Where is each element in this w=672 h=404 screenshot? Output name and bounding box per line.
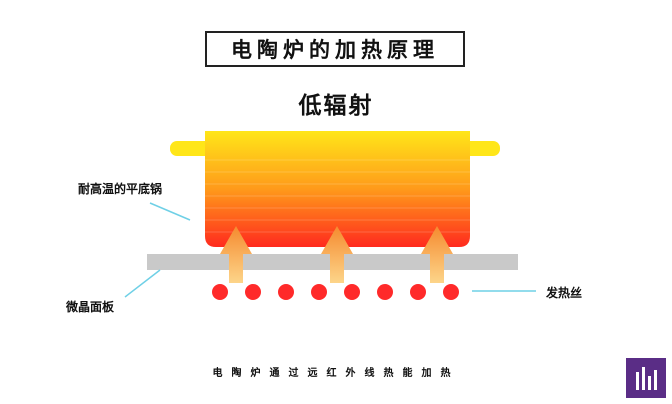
heating-dot xyxy=(278,284,294,300)
pot-label: 耐高温的平底锅 xyxy=(78,182,163,196)
pot-leader-line xyxy=(149,202,191,221)
heating-dot xyxy=(212,284,228,300)
heating-wire-label: 发热丝 xyxy=(546,286,583,300)
bar-chart-icon xyxy=(636,367,657,390)
heat-arrow xyxy=(220,226,252,283)
channel-logo xyxy=(626,358,666,398)
heating-wire-dots xyxy=(212,284,459,300)
panel-label: 微晶面板 xyxy=(66,300,115,314)
heating-dot xyxy=(311,284,327,300)
heat-arrow xyxy=(321,226,353,283)
diagram-subtitle: 低辐射 xyxy=(298,93,374,119)
heating-dot xyxy=(443,284,459,300)
heating-dot xyxy=(377,284,393,300)
pot-stripes xyxy=(205,159,470,233)
heat-arrow xyxy=(421,226,453,283)
heating-dot xyxy=(344,284,360,300)
diagram-caption: 电陶炉通过远红外线热能加热 xyxy=(212,368,460,379)
heating-dot xyxy=(410,284,426,300)
pot-body xyxy=(205,131,470,247)
heating-dot xyxy=(245,284,261,300)
panel-leader-line xyxy=(124,269,161,298)
diagram-title: 电陶炉的加热原理 xyxy=(205,31,465,67)
